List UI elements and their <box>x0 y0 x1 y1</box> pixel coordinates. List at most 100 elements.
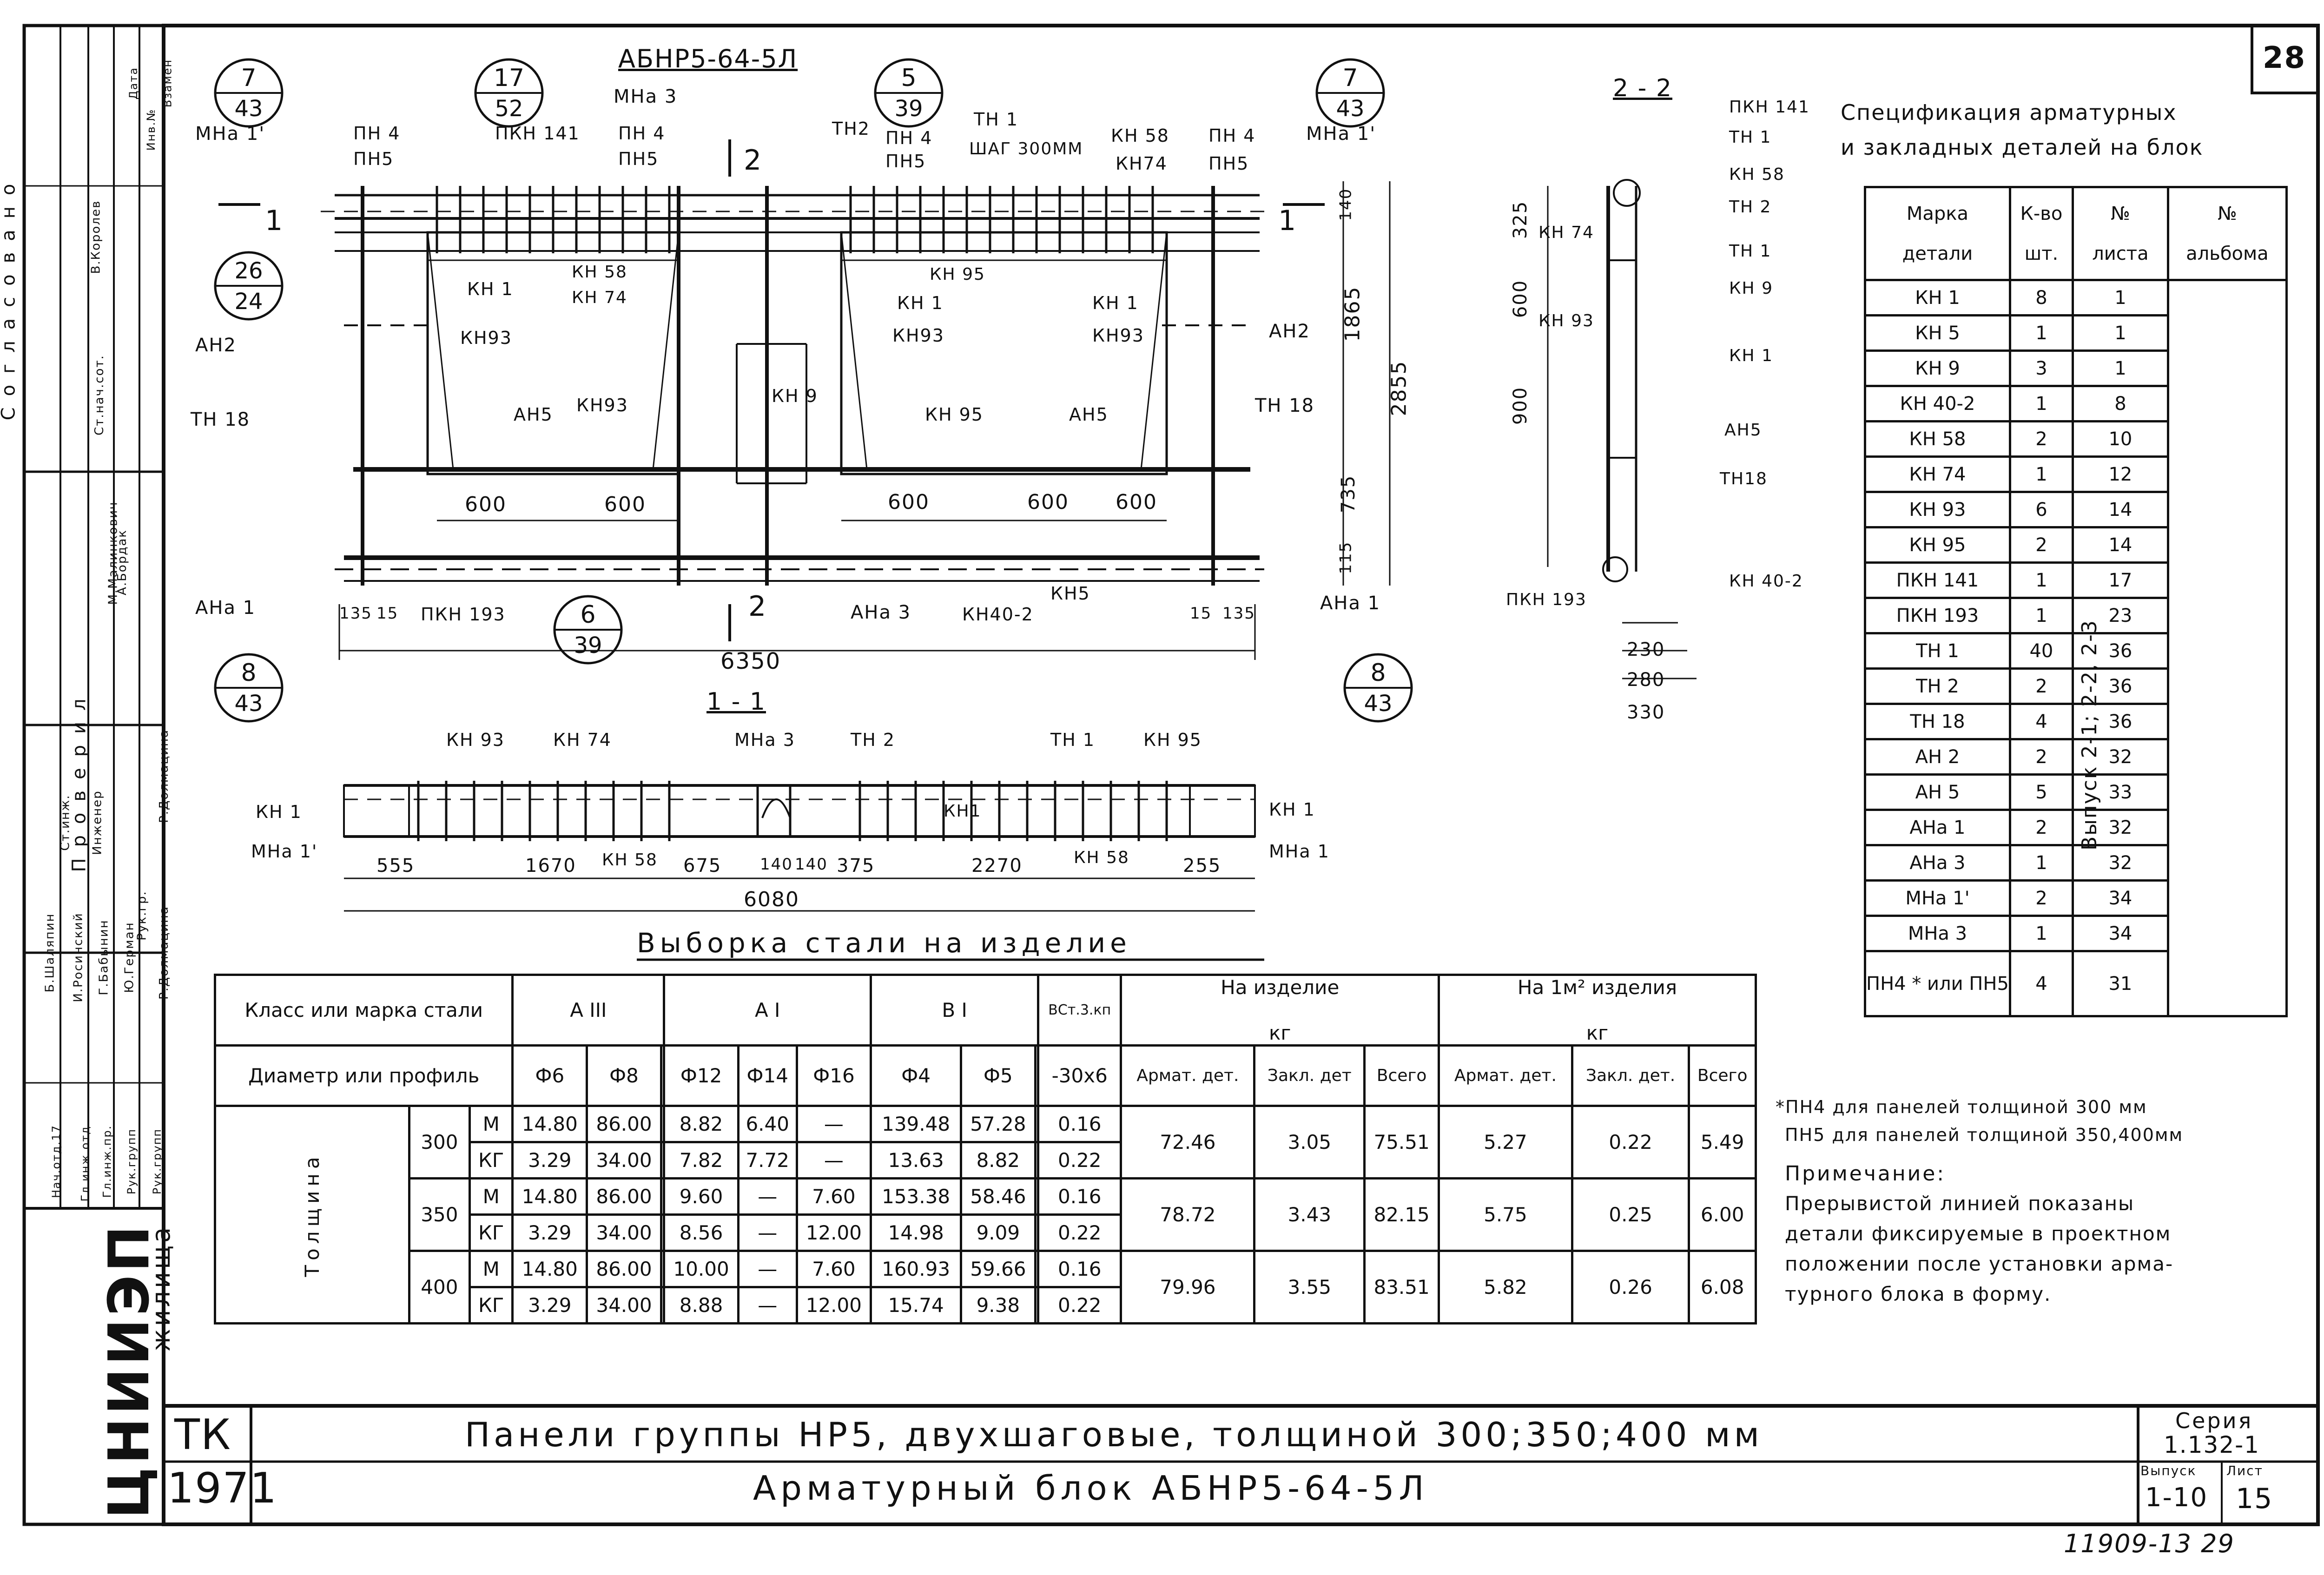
steel-value: — <box>737 1250 798 1288</box>
spec-header-sheet: № <box>2111 203 2130 224</box>
steel-total: 0.22 <box>1571 1105 1690 1180</box>
steel-diam: Ф16 <box>795 1044 872 1107</box>
spec-cell: 10 <box>2071 420 2169 458</box>
spec-cell: 1 <box>2008 844 2074 882</box>
callout-top: 26 <box>234 258 263 284</box>
steel-unit: КГ <box>468 1286 514 1325</box>
label-pn5-right: ПН5 <box>1208 153 1249 174</box>
label-kn1-mid: КН 1 <box>897 293 944 313</box>
sec11-label: КН 95 <box>1143 730 1202 750</box>
sec22-dim: 330 <box>1627 702 1665 723</box>
steel-value <box>1034 1213 1040 1252</box>
note-line: Прерывистой линией показаны <box>1785 1192 2135 1215</box>
spec-cell: 6 <box>2008 491 2074 528</box>
spec-cell: АНа 3 <box>1864 844 2011 882</box>
sec11-dim: 1670 <box>525 855 576 876</box>
steel-value: 9.09 <box>959 1213 1037 1252</box>
spec-cell: КН 40-2 <box>1864 385 2011 422</box>
spec-cell: 1 <box>2008 455 2074 493</box>
spec-cell: 3 <box>2008 349 2074 387</box>
org-subtitle: жилища <box>146 1224 176 1352</box>
label-kn9: КН 9 <box>772 386 818 406</box>
callout-bottom: 43 <box>1364 691 1393 717</box>
spec-cell: 36 <box>2071 703 2169 740</box>
list-value: 15 <box>2236 1483 2273 1515</box>
sec11-label: КН 58 <box>602 850 658 870</box>
label-pn4-mid2: ПН 4 <box>885 128 933 148</box>
sec22-label: КН 93 <box>1538 311 1594 330</box>
steel-value <box>660 1141 666 1180</box>
label-ah5-left: АН5 <box>514 404 553 425</box>
note-title: Примечание: <box>1785 1162 1946 1186</box>
steel-unit: КГ <box>468 1213 514 1252</box>
sec22-label: ТН 1 <box>1729 242 1772 261</box>
label-pn4-right: ПН 4 <box>1208 125 1256 146</box>
stamp-role-4: Рук.групп <box>151 1128 164 1195</box>
callout-bottom: 43 <box>234 691 263 717</box>
sec11-dim: 6080 <box>744 888 799 911</box>
label-ah2-left: АН2 <box>195 335 237 356</box>
sec22-label: ТН18 <box>1720 469 1768 488</box>
steel-value: — <box>795 1105 872 1143</box>
spec-cell: КН 74 <box>1864 455 2011 493</box>
callout-bottom: 39 <box>574 633 602 659</box>
dim-600: 600 <box>1027 490 1069 514</box>
dim-15-right: 15 <box>1190 604 1212 623</box>
steel-diam: Ф6 <box>511 1044 588 1107</box>
callout-top: 6 <box>580 601 596 629</box>
steel-value: 14.80 <box>511 1177 588 1216</box>
dim-140: 140 <box>1336 188 1355 221</box>
callout-bottom: 43 <box>1336 96 1365 122</box>
spec-cell: 1 <box>2071 279 2169 316</box>
label-tn2-top: ТН2 <box>832 119 870 139</box>
steel-value: 160.93 <box>870 1250 962 1288</box>
spec-cell: 2 <box>2008 738 2074 776</box>
steel-total: 6.08 <box>1688 1250 1757 1325</box>
steel-value: — <box>737 1286 798 1325</box>
steel-group-a1: А I <box>663 974 872 1047</box>
title-year: 1971 <box>167 1464 278 1513</box>
steel-total: 5.49 <box>1688 1105 1757 1180</box>
spec-cell: 2 <box>2008 667 2074 705</box>
stamp-role2-0: Ст.инж. <box>58 794 73 851</box>
stamp-role-0: Нач.отд.17 <box>50 1125 63 1198</box>
section-mark-1-right: 1 <box>1278 204 1297 237</box>
spec-cell: КН 58 <box>1864 420 2011 458</box>
steel-value: 0.16 <box>1037 1177 1122 1216</box>
spec-cell: 36 <box>2071 632 2169 670</box>
spec-cell: ПН4 * или ПН5 <box>1864 950 2011 1017</box>
dim-15-left: 15 <box>376 604 399 623</box>
label-pn5-left: ПН5 <box>353 149 394 169</box>
sec22-label: ТН 2 <box>1729 198 1772 217</box>
label-kn95-top: КН 95 <box>930 265 985 284</box>
spec-cell: ПКН 141 <box>1864 561 2011 599</box>
sec22-dim: 325 <box>1510 200 1532 239</box>
callout-top: 5 <box>901 64 917 92</box>
callout-bottom: 39 <box>894 96 923 122</box>
label-ah5-right: АН5 <box>1069 404 1109 425</box>
stamp-role-3: Рук.групп <box>125 1128 139 1195</box>
list-label: Лист <box>2226 1463 2263 1478</box>
spec-header-album: № <box>2218 203 2237 224</box>
label-pn4-left: ПН 4 <box>353 123 401 144</box>
stamp-role2-2: Рук.гр. <box>135 890 149 941</box>
steel-value <box>1034 1286 1040 1325</box>
label-kn93-right: КН93 <box>1092 325 1144 346</box>
dim-135-right: 135 <box>1222 604 1255 623</box>
steel-unit: М <box>468 1250 514 1288</box>
stamp-col-date: Дата <box>127 66 140 100</box>
spec-cell: 34 <box>2071 915 2169 952</box>
sec22-dim: 230 <box>1627 639 1665 660</box>
label-tn18-left: ТН 18 <box>191 409 251 430</box>
stamp-name-4: Р.Долмацина <box>157 906 171 1000</box>
steel-unit: КГ <box>468 1141 514 1180</box>
spec-cell: 34 <box>2071 879 2169 917</box>
spec-header-mark: Марка <box>1906 203 1968 224</box>
label-ana3: АНа 3 <box>851 602 911 623</box>
